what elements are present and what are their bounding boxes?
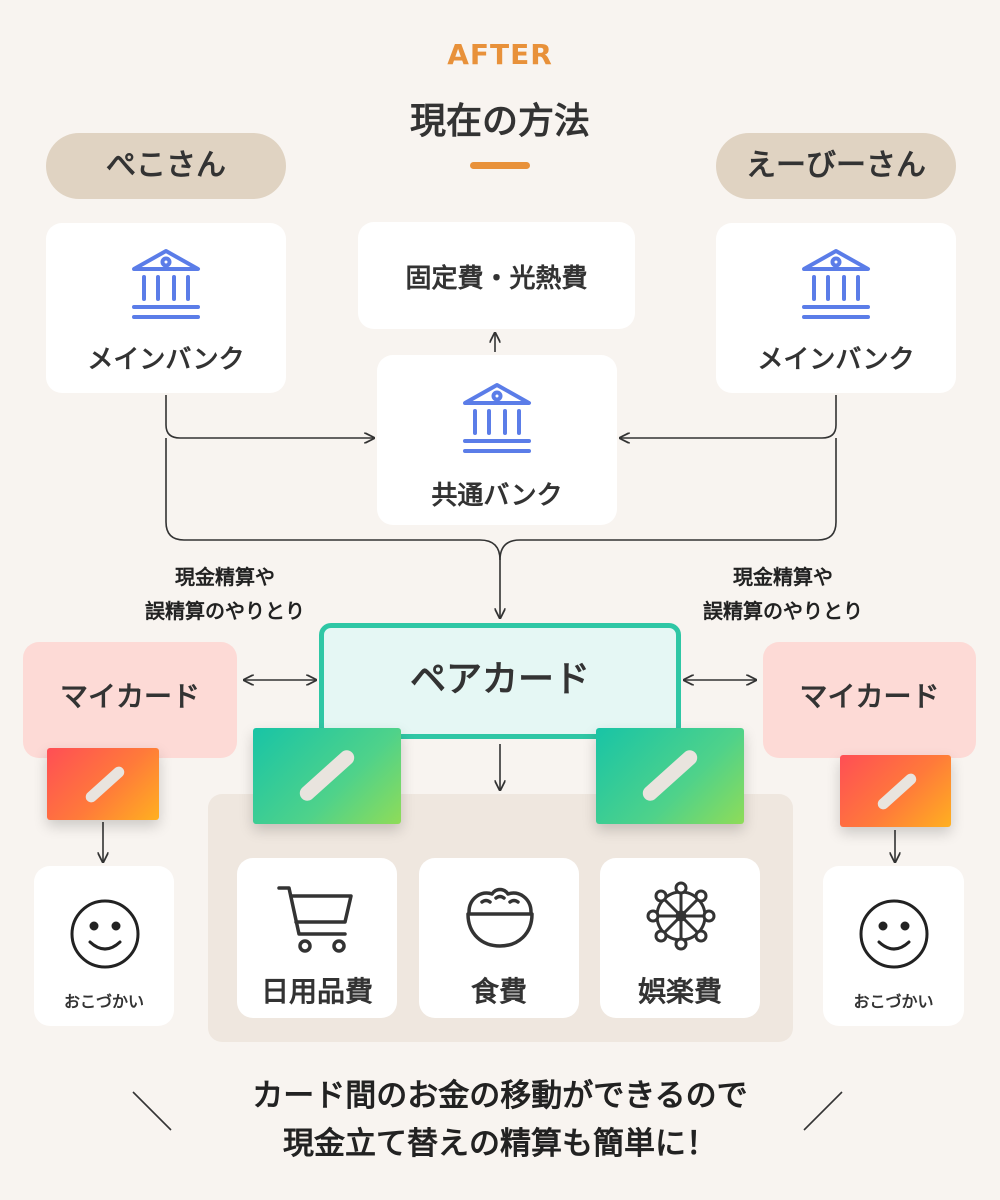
ferris-wheel-icon: [646, 881, 716, 951]
card-stripe: [296, 747, 358, 804]
left-red-card: [47, 748, 159, 820]
right-main-bank-box: メインバンク: [716, 223, 956, 393]
card-stripe: [83, 764, 127, 805]
title-underline: [470, 162, 530, 169]
right-note-line1: 現金精算や: [733, 565, 833, 589]
right-note-line2: 誤精算のやりとり: [703, 599, 863, 623]
category-label: 日用品費: [260, 975, 373, 1008]
eyebrow-label: AFTER: [447, 38, 553, 71]
bank-icon: [132, 249, 200, 319]
pair-card-box: ペアカード: [319, 623, 681, 739]
footer-line1: カード間のお金の移動ができるので: [252, 1078, 748, 1114]
right-red-card: [840, 755, 951, 827]
left-settlement-note: 現金精算や 誤精算のやりとり: [110, 560, 340, 628]
right-settlement-note: 現金精算や 誤精算のやりとり: [668, 560, 898, 628]
category-label: 食費: [470, 975, 527, 1008]
right-green-card: [596, 728, 744, 824]
person-right-pill: えーびーさん: [716, 133, 956, 199]
bank-icon: [463, 383, 531, 453]
right-allowance-box: おこづかい: [823, 866, 964, 1026]
left-allowance-label: おこづかい: [63, 992, 144, 1011]
left-green-card: [253, 728, 401, 824]
rice-bowl-icon: [466, 887, 534, 948]
right-main-bank-label: メインバンク: [757, 345, 915, 375]
page-title: 現在の方法: [409, 101, 590, 142]
smiley-face-icon: [70, 899, 140, 969]
left-note-line2: 誤精算のやりとり: [145, 599, 305, 623]
right-allowance-label: おこづかい: [853, 992, 934, 1011]
category-food: 食費: [419, 858, 579, 1018]
category-daily-goods: 日用品費: [237, 858, 397, 1018]
fixed-costs-label: 固定費・光熱費: [405, 264, 588, 294]
smiley-face-icon: [859, 899, 929, 969]
bank-icon: [802, 249, 870, 319]
left-note-line1: 現金精算や: [175, 565, 275, 589]
shared-bank-box: 共通バンク: [377, 355, 617, 525]
shared-bank-label: 共通バンク: [431, 481, 563, 511]
right-my-card-box: マイカード: [763, 642, 976, 758]
fixed-costs-box: 固定費・光熱費: [358, 222, 635, 329]
left-allowance-box: おこづかい: [34, 866, 174, 1026]
person-left-pill: ぺこさん: [46, 133, 286, 199]
card-stripe: [639, 747, 701, 804]
footer-line2: 現金立て替えの精算も簡単に！: [283, 1126, 717, 1162]
card-stripe: [875, 771, 919, 812]
left-main-bank-box: メインバンク: [46, 223, 286, 393]
left-main-bank-label: メインバンク: [87, 345, 245, 375]
shopping-cart-icon: [277, 886, 353, 953]
left-my-card-box: マイカード: [23, 642, 237, 758]
category-entertainment: 娯楽費: [600, 858, 760, 1018]
category-label: 娯楽費: [637, 975, 722, 1008]
